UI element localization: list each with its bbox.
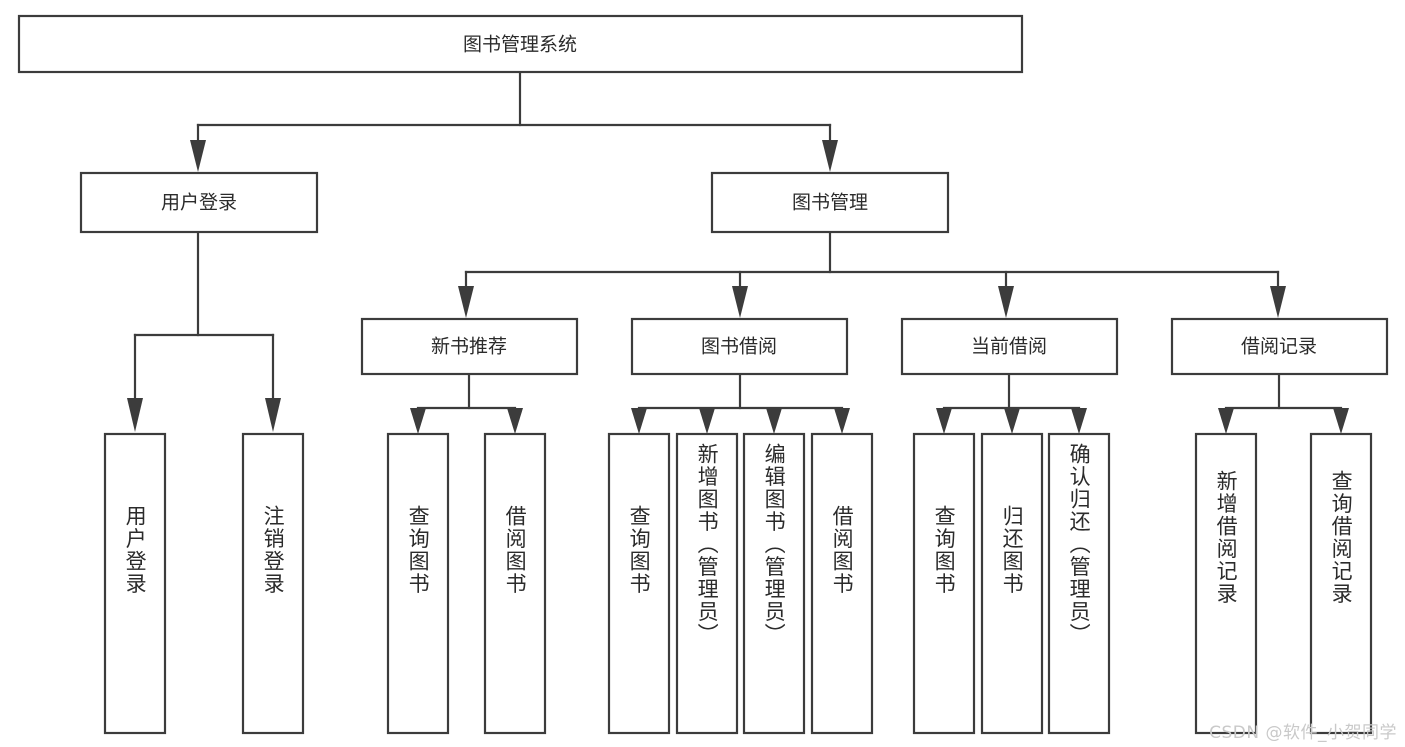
arrow-root-to-book-manage xyxy=(822,140,838,172)
node-user-login-label: 用户登录 xyxy=(161,192,237,214)
arrow-currentborrow-leaf-3 xyxy=(1071,408,1087,434)
node-leaf-add-borrow-record[interactable] xyxy=(1194,432,1258,735)
arrow-bookborrow-leaf-2 xyxy=(699,408,715,434)
arrow-root-to-user-login xyxy=(190,140,206,172)
arrow-currentborrow-leaf-2 xyxy=(1004,408,1020,434)
node-leaf-query-book-2[interactable] xyxy=(607,432,671,735)
node-leaf-borrow-book-1[interactable] xyxy=(483,432,547,735)
arrow-bookborrow-leaf-3 xyxy=(766,408,782,434)
arrow-bookmanage-current-borrow xyxy=(998,286,1014,318)
arrow-userlogin-leaf-2 xyxy=(265,398,281,432)
node-leaf-user-login[interactable] xyxy=(103,432,167,735)
arrow-bookmanage-new-book-rec xyxy=(458,286,474,318)
node-book-manage-label: 图书管理 xyxy=(792,192,868,214)
node-leaf-query-book-1[interactable] xyxy=(386,432,450,735)
node-leaf-return-book[interactable] xyxy=(980,432,1044,735)
arrow-bookborrow-leaf-4 xyxy=(834,408,850,434)
arrow-borrowrecord-leaf-2 xyxy=(1333,408,1349,434)
node-current-borrow[interactable] xyxy=(900,317,1119,376)
edges-layer xyxy=(127,70,1349,434)
csdn-watermark: CSDN @软件_小贺同学 xyxy=(1209,723,1397,743)
arrow-bookmanage-book-borrow xyxy=(732,286,748,318)
node-borrow-record[interactable] xyxy=(1170,317,1389,376)
arrow-newbookrec-leaf-2 xyxy=(507,408,523,434)
node-user-login[interactable] xyxy=(79,171,319,234)
node-root[interactable] xyxy=(17,14,1024,74)
node-book-borrow-label: 图书借阅 xyxy=(701,336,777,358)
node-leaf-add-book-admin[interactable] xyxy=(675,432,739,735)
arrow-newbookrec-leaf-1 xyxy=(410,408,426,434)
node-leaf-query-borrow-record[interactable] xyxy=(1309,432,1373,735)
arrow-userlogin-leaf-1 xyxy=(127,398,143,432)
node-book-borrow[interactable] xyxy=(630,317,849,376)
node-current-borrow-label: 当前借阅 xyxy=(971,336,1047,358)
arrow-borrowrecord-leaf-1 xyxy=(1218,408,1234,434)
node-book-manage[interactable] xyxy=(710,171,950,234)
node-leaf-edit-book-admin[interactable] xyxy=(742,432,806,735)
arrow-currentborrow-leaf-1 xyxy=(936,408,952,434)
nodes-layer: 图书管理系统 用户登录 图书管理 新书推荐 图书借阅 当前借阅 借阅记录 xyxy=(17,14,1389,735)
node-borrow-record-label: 借阅记录 xyxy=(1241,336,1317,358)
node-leaf-logout-login[interactable] xyxy=(241,432,305,735)
arrow-bookmanage-borrow-record xyxy=(1270,286,1286,318)
node-root-label: 图书管理系统 xyxy=(463,34,577,56)
node-leaf-confirm-return-admin[interactable] xyxy=(1047,432,1111,735)
arrow-bookborrow-leaf-1 xyxy=(631,408,647,434)
node-leaf-query-book-3[interactable] xyxy=(912,432,976,735)
node-new-book-rec[interactable] xyxy=(360,317,579,376)
node-leaf-borrow-book-2[interactable] xyxy=(810,432,874,735)
node-new-book-rec-label: 新书推荐 xyxy=(431,336,507,358)
